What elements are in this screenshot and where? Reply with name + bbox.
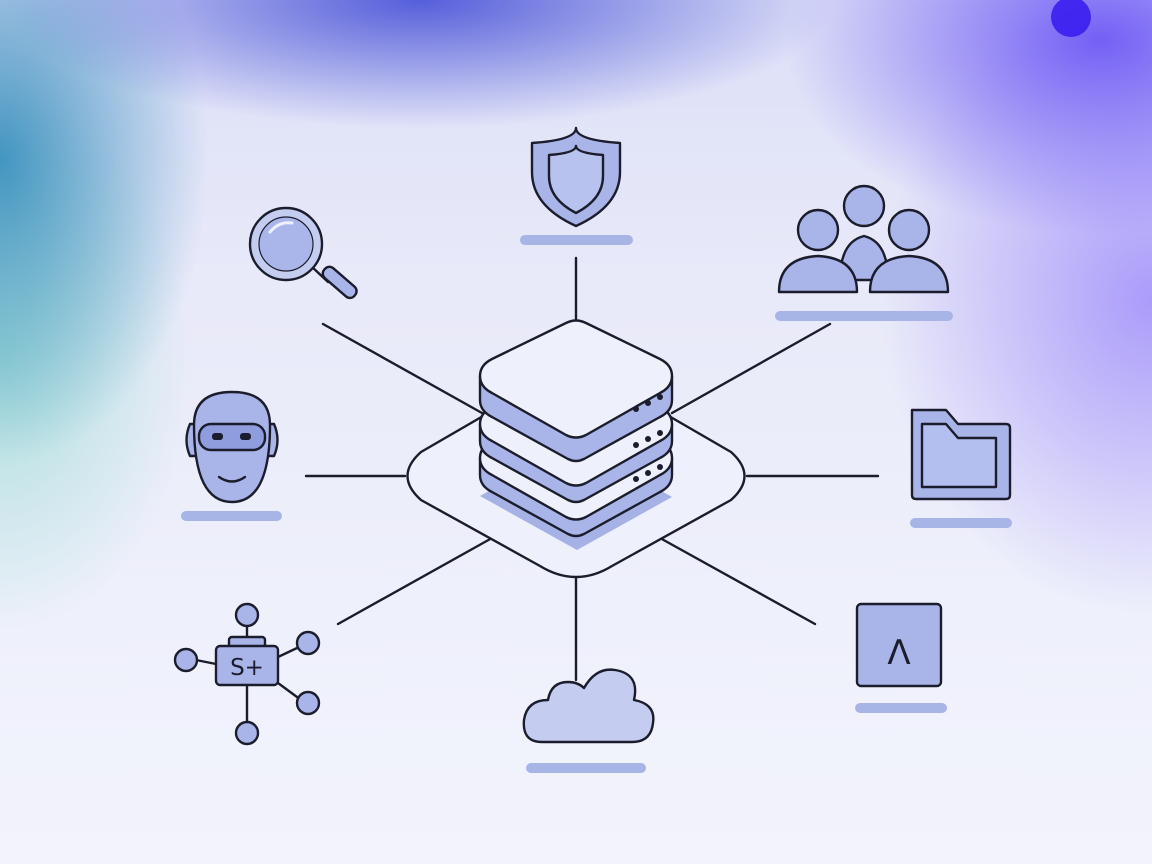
robot-face-icon <box>185 390 279 504</box>
folder-node <box>910 408 1012 528</box>
connector-top-left <box>321 322 484 415</box>
robot-face-node <box>181 390 282 521</box>
connector-bottom-right <box>658 536 817 626</box>
magnifier-node <box>248 206 358 300</box>
label-placeholder <box>526 763 646 773</box>
connector-top-right <box>670 322 832 415</box>
label-placeholder <box>910 518 1012 528</box>
network-hub-text: S+ <box>230 655 264 681</box>
glow-dot <box>1051 0 1091 37</box>
terminal-node: Λ <box>855 602 947 713</box>
folder-icon <box>910 408 1012 501</box>
cloud-icon <box>522 668 655 744</box>
label-placeholder <box>181 511 282 521</box>
magnifier-icon <box>248 206 358 300</box>
label-placeholder <box>855 703 947 713</box>
terminal-icon <box>855 602 943 688</box>
network-hub-icon: S+ <box>173 602 321 746</box>
label-placeholder <box>520 235 633 245</box>
users-group-node <box>775 184 953 321</box>
connector-lines <box>304 256 880 682</box>
users-group-icon <box>777 184 950 294</box>
cloud-node <box>522 668 655 773</box>
shield-node <box>520 126 633 245</box>
network-hub-node: S+ <box>173 602 321 746</box>
server-stack-icon <box>478 319 674 538</box>
connector-bottom-left <box>336 536 494 626</box>
label-placeholder <box>775 311 953 321</box>
terminal-text: Λ <box>887 633 910 673</box>
